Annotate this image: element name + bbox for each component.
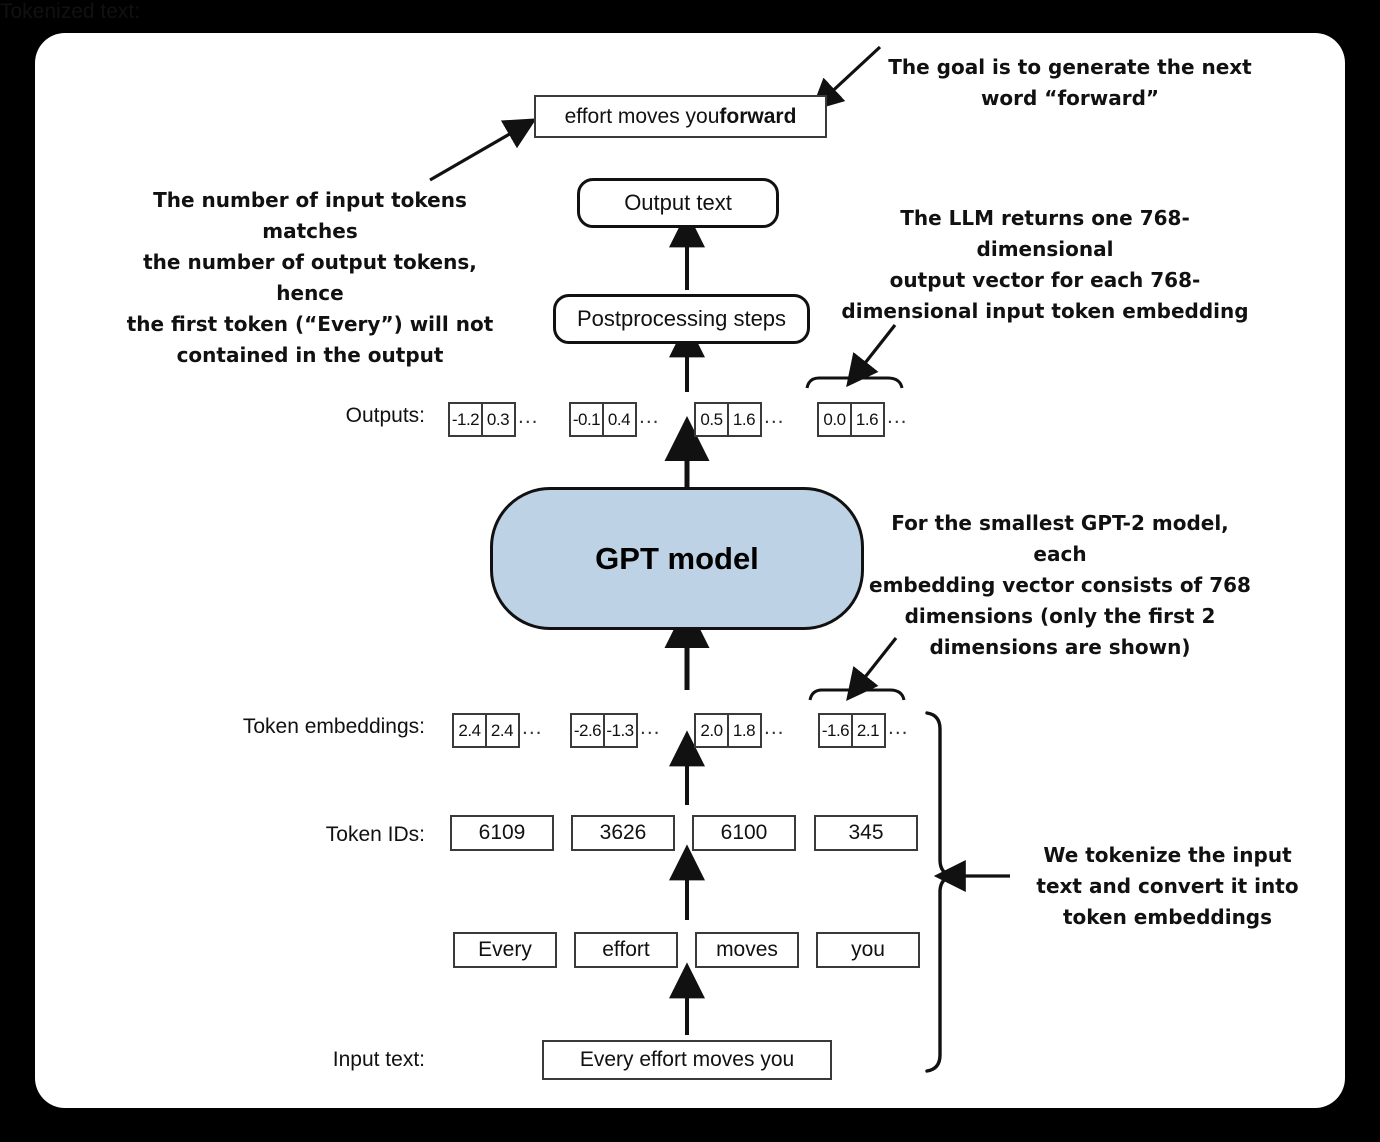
annotation-llm-returns: The LLM returns one 768-dimensional outp… <box>835 203 1255 327</box>
outputs-vector-0: -1.2 0.3 ... <box>448 402 539 437</box>
token-id-box-0: 6109 <box>450 815 554 851</box>
input-text-row-label: Input text: <box>190 1048 425 1072</box>
annotation-tokenize: We tokenize the input text and convert i… <box>1035 840 1300 933</box>
token-id-value: 345 <box>848 821 884 844</box>
annotation-line: embedding vector consists of 768 <box>869 573 1251 597</box>
token-text-value: effort <box>602 938 650 961</box>
token-text-value: you <box>851 938 885 961</box>
prediction-text-box: effort moves you forward <box>534 95 827 138</box>
arrow-embedding-dims-annotation <box>846 637 898 702</box>
token-id-value: 3626 <box>599 821 647 844</box>
vector-cell: 2.4 <box>484 713 520 748</box>
vector-ellipsis: ... <box>639 405 660 428</box>
vector-cell: -2.6 <box>570 713 605 748</box>
vector-cell: 0.0 <box>817 402 852 437</box>
prediction-prefix: effort moves you <box>564 104 720 128</box>
tokenized-text-box-3: you <box>816 932 920 968</box>
gpt-model-box: GPT model <box>490 487 864 630</box>
token-id-box-2: 6100 <box>692 815 796 851</box>
annotation-line: For the smallest GPT-2 model, each <box>891 511 1229 566</box>
token-text-value: moves <box>716 938 778 961</box>
postprocessing-label: Postprocessing steps <box>576 306 787 331</box>
annotation-line: word “forward” <box>980 86 1160 110</box>
annotation-token-count: The number of input tokens matches the n… <box>110 185 510 371</box>
gpt-model-label: GPT model <box>595 540 759 576</box>
vector-cell: -1.6 <box>818 713 853 748</box>
arrow-llm-returns-annotation <box>846 324 897 388</box>
token-embeddings-row-label: Token embeddings: <box>150 715 425 739</box>
annotation-line: text and convert it into <box>1036 874 1299 898</box>
token-ids-row-label: Token IDs: <box>190 823 425 847</box>
annotation-goal: The goal is to generate the next word “f… <box>880 52 1260 114</box>
token-id-box-1: 3626 <box>571 815 675 851</box>
vector-cell: 0.4 <box>601 402 637 437</box>
annotation-line: the number of output tokens, hence <box>143 250 477 305</box>
outputs-vector-1: -0.1 0.4 ... <box>569 402 660 437</box>
outputs-vector-3: 0.0 1.6 ... <box>817 402 908 437</box>
token-ids-label-text: Token IDs: <box>325 823 425 846</box>
input-text-label-text: Input text: <box>332 1048 425 1071</box>
token-embedding-vector-2: 2.0 1.8 ... <box>694 713 785 748</box>
prediction-bold-word: forward <box>719 104 797 128</box>
vector-ellipsis: ... <box>522 716 543 739</box>
annotation-line: token embeddings <box>1062 905 1273 929</box>
output-text-label: Output text <box>624 190 732 215</box>
tokenized-text-box-1: effort <box>574 932 678 968</box>
postprocessing-box: Postprocessing steps <box>553 294 810 344</box>
tokenized-text-box-0: Every <box>453 932 557 968</box>
token-text-value: Every <box>478 938 532 961</box>
token-id-value: 6100 <box>720 821 768 844</box>
outputs-vector-2: 0.5 1.6 ... <box>694 402 785 437</box>
annotation-line: output vector for each 768- <box>889 268 1201 292</box>
vector-ellipsis: ... <box>640 716 661 739</box>
arrow-token-count-annotation <box>429 118 537 182</box>
input-text-box: Every effort moves you <box>542 1040 832 1080</box>
token-embedding-vector-0: 2.4 2.4 ... <box>452 713 543 748</box>
annotation-embedding-dims: For the smallest GPT-2 model, each embed… <box>865 508 1255 663</box>
vector-cell: 1.6 <box>726 402 762 437</box>
tokenized-text-box-2: moves <box>695 932 799 968</box>
annotation-line: dimensional input token embedding <box>841 299 1249 323</box>
vector-cell: 2.1 <box>850 713 886 748</box>
outputs-label-text: Outputs: <box>345 404 425 427</box>
output-text-box: Output text <box>577 178 779 228</box>
vector-cell: -1.2 <box>448 402 483 437</box>
annotation-line: The number of input tokens matches <box>153 188 467 243</box>
vector-cell: 2.4 <box>452 713 487 748</box>
annotation-line: the first token (“Every”) will not <box>126 312 494 336</box>
vector-ellipsis: ... <box>887 405 908 428</box>
token-embedding-vector-3: -1.6 2.1 ... <box>818 713 909 748</box>
token-id-box-3: 345 <box>814 815 918 851</box>
vector-cell: -0.1 <box>569 402 604 437</box>
vector-cell: 0.3 <box>480 402 516 437</box>
input-stack-brace <box>925 711 954 1073</box>
token-id-value: 6109 <box>478 821 526 844</box>
tokenized-text-row-label: Tokenized text: <box>0 0 140 24</box>
annotation-line: dimensions (only the first 2 <box>904 604 1216 628</box>
vector-cell: 2.0 <box>694 713 729 748</box>
arrow-goal-annotation <box>810 45 882 112</box>
vector-ellipsis: ... <box>518 405 539 428</box>
outputs-overbrace <box>805 376 904 389</box>
token-embedding-vector-1: -2.6 -1.3 ... <box>570 713 661 748</box>
embeddings-overbrace <box>808 688 906 701</box>
annotation-line: contained in the output <box>176 343 444 367</box>
vector-cell: 1.6 <box>849 402 885 437</box>
outputs-row-label: Outputs: <box>190 404 425 428</box>
vector-ellipsis: ... <box>888 716 909 739</box>
input-text-value: Every effort moves you <box>579 1048 795 1071</box>
vector-ellipsis: ... <box>764 405 785 428</box>
vector-cell: 1.8 <box>726 713 762 748</box>
annotation-line: We tokenize the input <box>1043 843 1292 867</box>
annotation-line: dimensions are shown) <box>929 635 1191 659</box>
tokenized-text-label-text: Tokenized text: <box>0 0 141 23</box>
token-embeddings-label-text: Token embeddings: <box>242 715 425 738</box>
vector-cell: -1.3 <box>602 713 638 748</box>
annotation-line: The LLM returns one 768-dimensional <box>900 206 1190 261</box>
annotation-line: The goal is to generate the next <box>888 55 1252 79</box>
vector-cell: 0.5 <box>694 402 729 437</box>
vector-ellipsis: ... <box>764 716 785 739</box>
